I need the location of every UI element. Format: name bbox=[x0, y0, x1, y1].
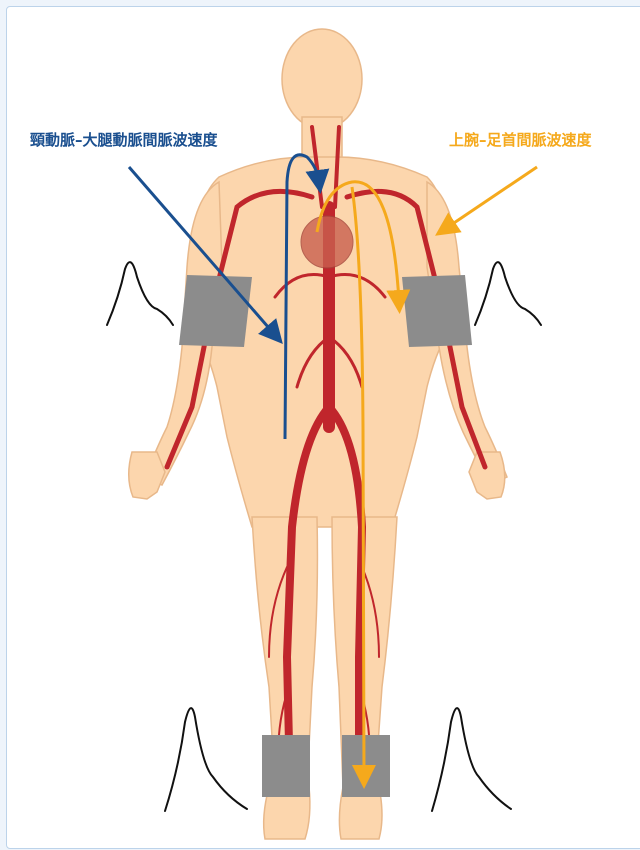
diagram-frame: 頸動脈–大腿動脈間脈波速度 上腕–足首間脈波速度 bbox=[6, 6, 640, 849]
pulse-waveform-right-ankle bbox=[432, 708, 511, 811]
pulse-waveform-left-arm bbox=[107, 262, 173, 325]
left-arm-cuff bbox=[179, 275, 252, 347]
pulse-waveform-right-arm bbox=[475, 262, 541, 325]
brachial-ankle-pwv-label: 上腕–足首間脈波速度 bbox=[449, 129, 592, 150]
heart-icon bbox=[301, 216, 353, 268]
right-ankle-cuff bbox=[342, 735, 390, 797]
right-arm-cuff bbox=[402, 275, 472, 347]
pulse-path-arrow-orange-label bbox=[445, 167, 537, 229]
left-ankle-cuff bbox=[262, 735, 310, 797]
pulse-waveform-left-ankle bbox=[165, 708, 247, 811]
carotid-femoral-pwv-label: 頸動脈–大腿動脈間脈波速度 bbox=[30, 129, 218, 150]
